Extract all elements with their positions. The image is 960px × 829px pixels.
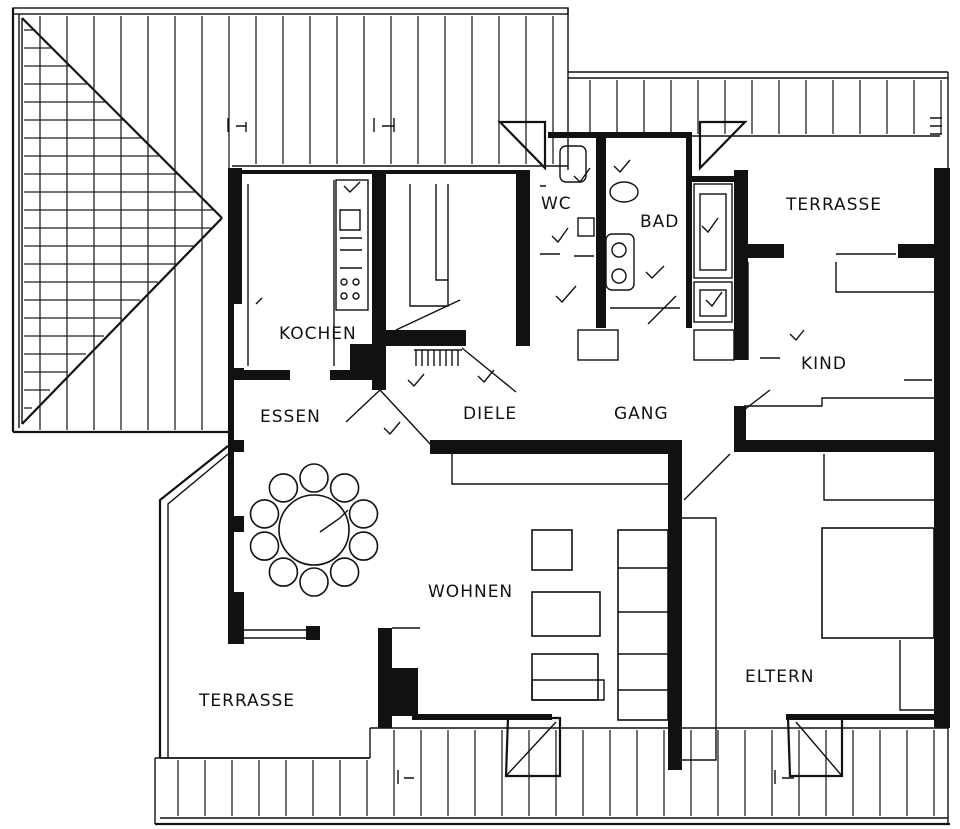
switch-marks	[383, 159, 805, 436]
dining-chair	[329, 473, 360, 503]
dining-chair	[268, 557, 299, 587]
living-furniture	[451, 454, 669, 721]
room-label-wohnen: WOHNEN	[428, 582, 514, 602]
room-label-terrasse-upper: TERRASSE	[786, 195, 883, 215]
room-label-terrasse-lower: TERRASSE	[199, 691, 296, 711]
room-label-eltern: ELTERN	[745, 667, 815, 687]
dining-chair	[348, 499, 379, 529]
eltern-furniture	[682, 453, 935, 761]
room-label-bad: BAD	[640, 212, 680, 232]
room-label-diele: DIELE	[463, 404, 518, 424]
room-label-gang: GANG	[614, 404, 669, 424]
dining-table	[249, 463, 379, 597]
dining-chair	[299, 567, 329, 597]
dining-chair	[249, 499, 280, 529]
bath-fixtures	[540, 145, 735, 361]
dining-chair	[348, 531, 379, 561]
dining-chair	[329, 557, 360, 587]
dining-chair	[268, 473, 299, 503]
room-label-kochen: KOCHEN	[279, 324, 357, 344]
kind-details	[743, 253, 934, 411]
roof-top-left	[11, 7, 569, 434]
walls	[228, 132, 950, 770]
room-label-kind: KIND	[801, 354, 847, 374]
room-label-essen: ESSEN	[260, 407, 321, 427]
room-label-wc: WC	[541, 194, 572, 214]
kitchen-fixtures	[247, 179, 369, 366]
terrace-outline	[158, 445, 370, 759]
dining-chair	[299, 463, 329, 493]
roof-top-right	[568, 71, 949, 170]
stair	[345, 184, 517, 447]
dining-chair	[249, 531, 280, 561]
